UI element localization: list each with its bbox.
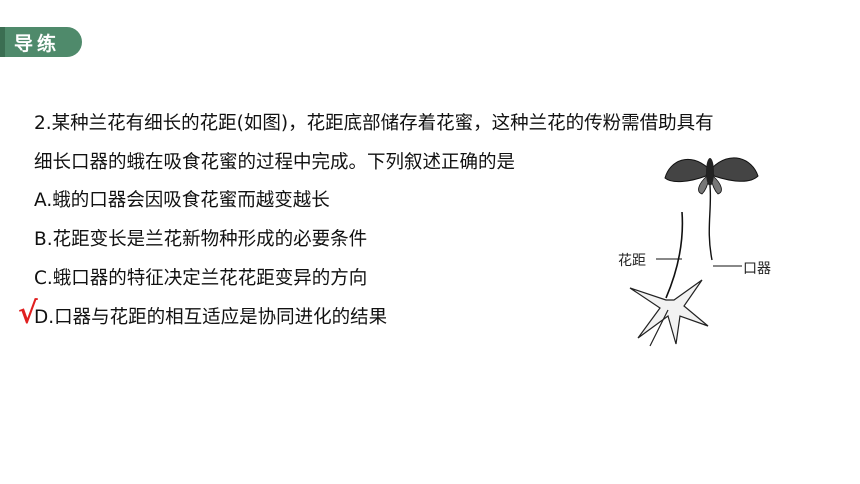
option-a: A.蛾的口器会因吸食花蜜而越变越长 bbox=[34, 190, 330, 211]
section-tab: 导练 bbox=[0, 27, 82, 57]
question-stem-line-2: 细长口器的蛾在吸食花蜜的过程中完成。下列叙述正确的是 bbox=[34, 152, 516, 173]
label-spur: 花距 bbox=[618, 253, 646, 269]
question-stem-line-1: 2.某种兰花有细长的花距(如图)，花距底部储存着花蜜，这种兰花的传粉需借助具有 bbox=[34, 113, 714, 134]
correct-answer-check-icon: √ bbox=[18, 296, 38, 331]
option-d: D.口器与花距的相互适应是协同进化的结果 bbox=[34, 307, 388, 328]
option-b: B.花距变长是兰花新物种形成的必要条件 bbox=[34, 229, 368, 250]
tab-label: 导练 bbox=[14, 32, 61, 55]
label-proboscis: 口器 bbox=[743, 261, 771, 277]
option-c: C.蛾口器的特征决定兰花花距变异的方向 bbox=[34, 268, 368, 289]
tab-stripe bbox=[0, 27, 5, 57]
orchid-moth-illustration bbox=[629, 157, 759, 347]
orchid-moth-figure: 花距 口器 bbox=[610, 130, 810, 350]
